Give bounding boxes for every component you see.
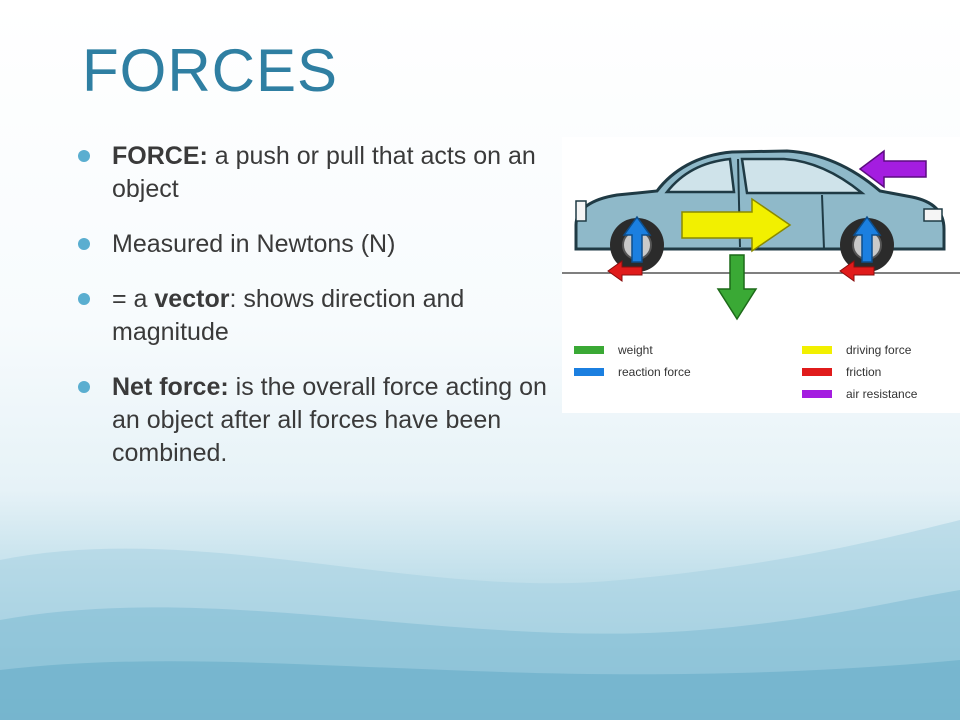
legend-label-friction: friction [846, 365, 881, 379]
legend-label-air-resistance: air resistance [846, 387, 918, 401]
diagram-legend: weight reaction force driving force fric… [574, 343, 918, 401]
driving-force-arrow [681, 197, 792, 253]
legend-swatch-reaction-force [574, 368, 604, 376]
bullet-prefix: = a [112, 285, 155, 313]
bullet-dot-icon [78, 381, 90, 393]
weight-arrow [716, 254, 758, 321]
reaction-force-arrow [622, 215, 652, 263]
slide-title: FORCES [82, 37, 339, 104]
bullet-text: a push or pull that acts on an object [112, 142, 536, 203]
bullet-dot-icon [78, 293, 90, 305]
bullet-text: : shows direction and magnitude [112, 285, 465, 346]
bullet-term: Net force: [112, 373, 229, 401]
air-resistance-arrow [858, 149, 927, 189]
bullet-item: Net force: is the overall force acting o… [78, 371, 548, 470]
bullet-item: FORCE: a push or pull that acts on an ob… [78, 140, 548, 206]
legend-swatch-friction [802, 368, 832, 376]
legend-label-driving-force: driving force [846, 343, 912, 357]
bullet-text: Measured in Newtons (N) [112, 230, 396, 258]
car-forces-figure: weight reaction force driving force fric… [562, 137, 960, 413]
friction-arrow [839, 260, 875, 282]
bullet-item: Measured in Newtons (N) [78, 228, 548, 261]
car-forces-diagram: weight reaction force driving force fric… [562, 149, 960, 401]
bullet-text: is the overall force acting on an object… [112, 373, 547, 467]
legend-swatch-weight [574, 346, 604, 354]
bullet-dot-icon [78, 150, 90, 162]
legend-label-weight: weight [617, 343, 653, 357]
bullet-term: vector [154, 285, 230, 313]
friction-arrow [607, 260, 643, 282]
reaction-force-arrow [852, 215, 882, 263]
bullet-dot-icon [78, 238, 90, 250]
legend-swatch-air-resistance [802, 390, 832, 398]
bullet-list: FORCE: a push or pull that acts on an ob… [78, 140, 548, 492]
legend-label-reaction-force: reaction force [618, 365, 691, 379]
bullet-item: = a vector: shows direction and magnitud… [78, 283, 548, 349]
bullet-term: FORCE: [112, 142, 208, 170]
legend-swatch-driving-force [802, 346, 832, 354]
